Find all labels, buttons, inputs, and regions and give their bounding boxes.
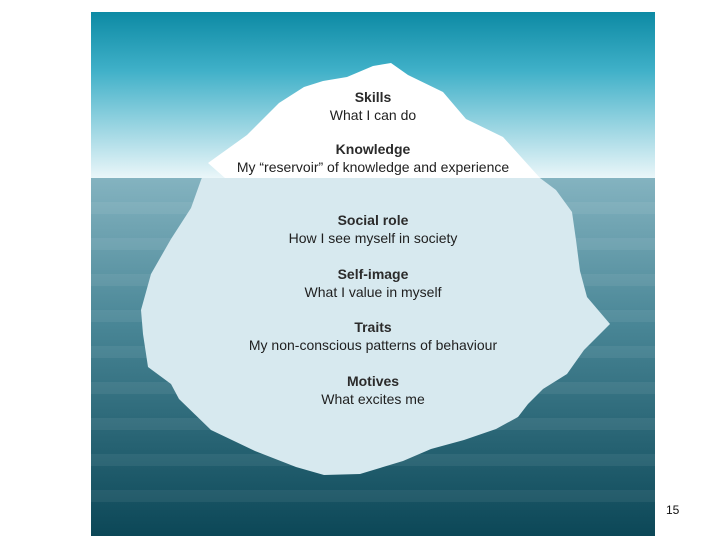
iceberg-submerged: [141, 178, 610, 475]
iceberg-illustration: [91, 12, 655, 536]
iceberg-diagram: [91, 12, 655, 536]
iceberg-tip: [208, 63, 540, 178]
page-number: 15: [666, 503, 680, 517]
